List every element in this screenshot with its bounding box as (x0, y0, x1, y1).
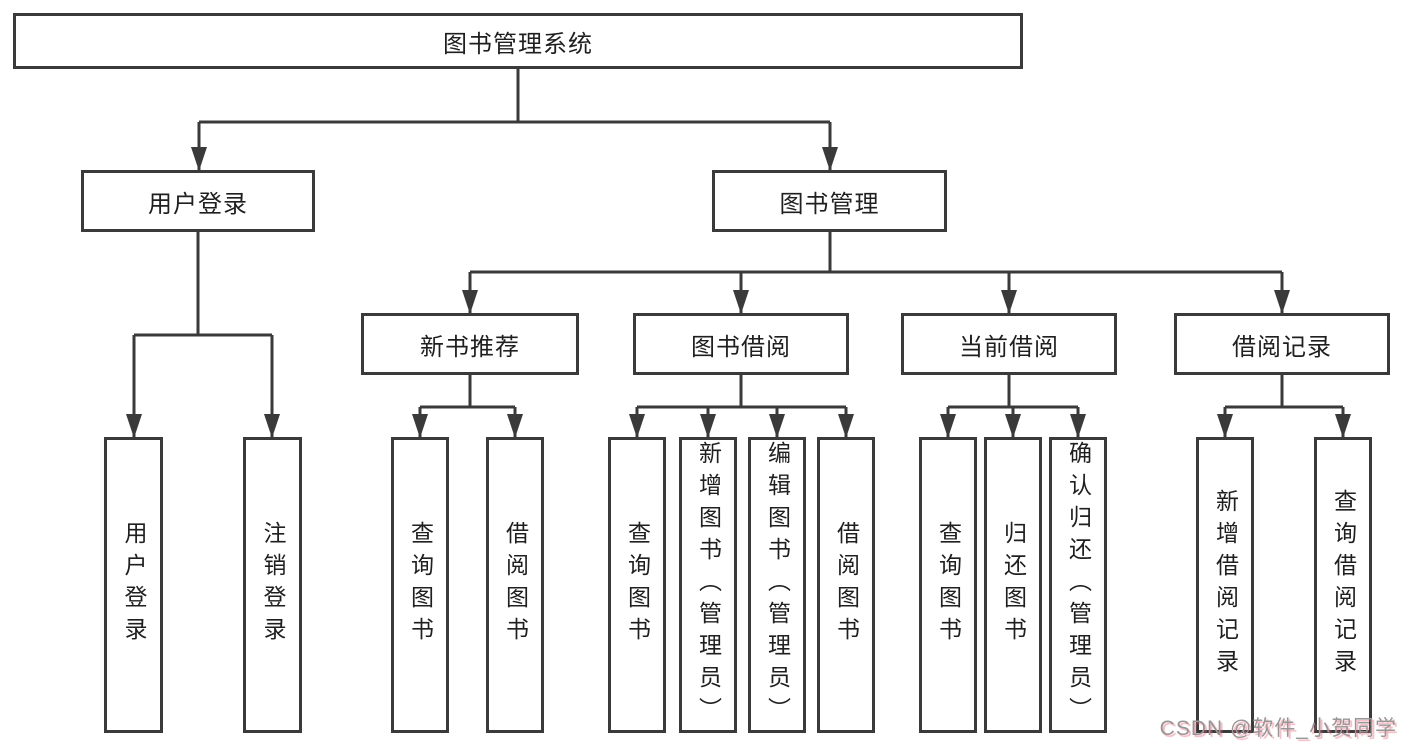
node-book-borrow: 图书借阅 (633, 313, 849, 375)
leaf-edit-book-admin: 编辑图书（管理员） (748, 437, 806, 733)
leaf-borrow-books-recommend: 借阅图书 (486, 437, 544, 733)
leaf-query-books-borrow: 查询图书 (608, 437, 666, 733)
connector-user-login-branch (126, 232, 280, 438)
connector-book-management-branch (462, 232, 1290, 314)
connector-book-borrow-branch (629, 375, 854, 438)
connector-root-to-level2 (191, 69, 838, 171)
connector-borrow-record-branch (1217, 375, 1351, 438)
leaf-query-books-recommend: 查询图书 (391, 437, 449, 733)
leaf-user-login: 用户登录 (104, 437, 163, 733)
leaf-add-book-admin: 新增图书（管理员） (679, 437, 737, 733)
leaf-logout: 注销登录 (243, 437, 302, 733)
leaf-query-borrow-record: 查询借阅记录 (1314, 437, 1372, 733)
leaf-query-books-current: 查询图书 (919, 437, 977, 733)
node-root-system: 图书管理系统 (13, 13, 1023, 69)
leaf-borrow-book: 借阅图书 (817, 437, 875, 733)
node-book-management: 图书管理 (712, 170, 947, 232)
leaf-return-book: 归还图书 (984, 437, 1042, 733)
watermark: CSDN @软件_小贺同学 (1159, 717, 1397, 740)
connector-new-book-recommend-branch (412, 375, 523, 438)
leaf-confirm-return-admin: 确认归还（管理员） (1049, 437, 1107, 733)
node-new-book-recommend: 新书推荐 (361, 313, 579, 375)
leaf-add-borrow-record: 新增借阅记录 (1196, 437, 1254, 733)
connector-current-borrow-branch (940, 375, 1086, 438)
node-user-login: 用户登录 (81, 170, 315, 232)
node-current-borrow: 当前借阅 (901, 313, 1117, 375)
node-borrow-record: 借阅记录 (1174, 313, 1390, 375)
